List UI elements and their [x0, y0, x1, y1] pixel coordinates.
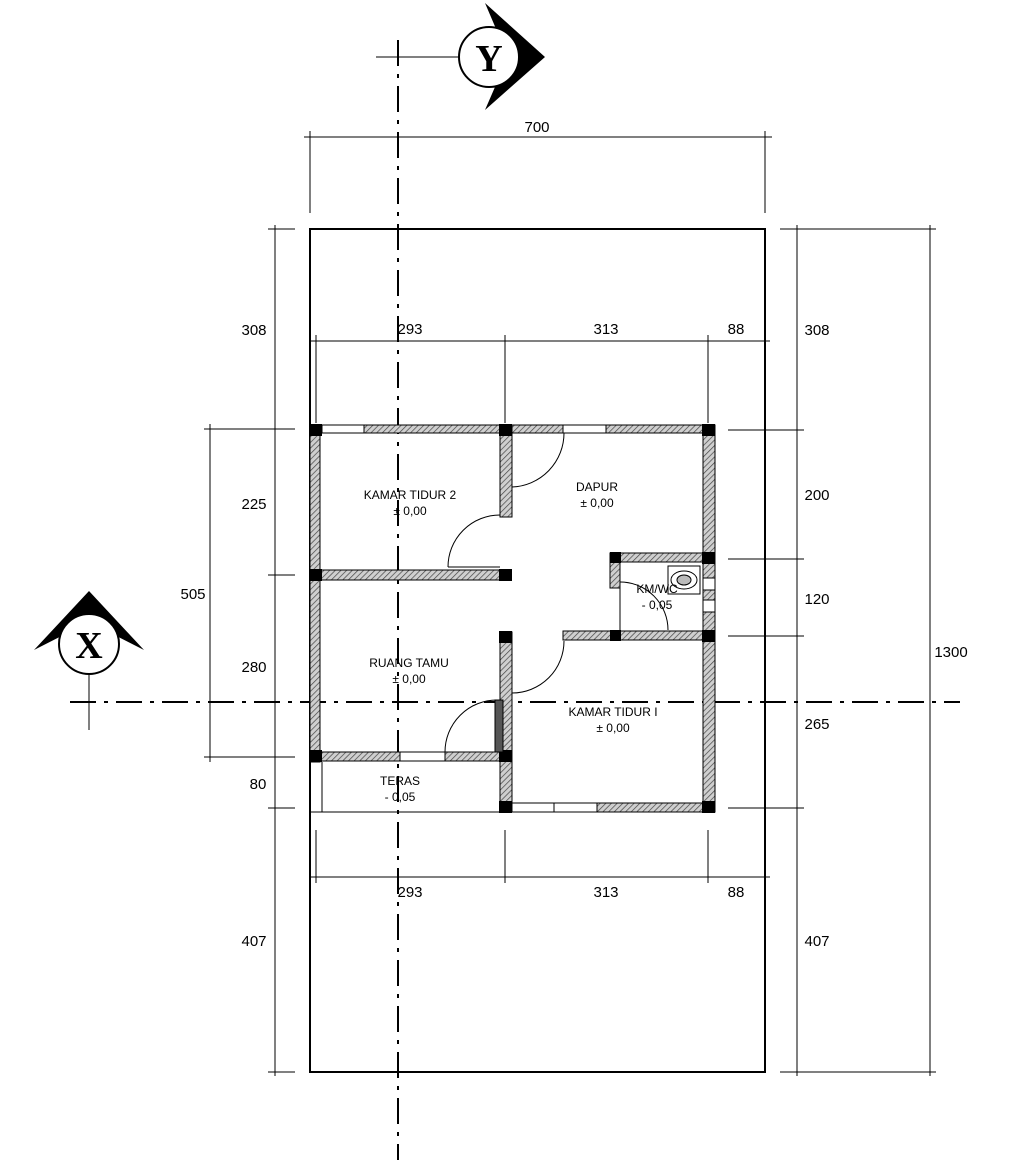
dim-top-total: 700: [524, 119, 549, 136]
dim-left-bottom: 407: [241, 933, 266, 950]
dim-bottom-3: 88: [728, 884, 745, 901]
room-ruang-tamu-level: ± 0,00: [392, 672, 426, 686]
room-kamar-tidur-2-level: ± 0,00: [393, 504, 427, 518]
room-dapur-level: ± 0,00: [580, 496, 614, 510]
dim-right-total: 1300: [934, 644, 967, 661]
dim-top-3: 88: [728, 321, 745, 338]
section-marker-y: Y: [376, 3, 545, 110]
room-km-wc: KM/WC: [636, 582, 678, 596]
columns: [310, 424, 715, 813]
toilet-icon: [667, 565, 701, 595]
dim-left-inner-1: 225: [241, 496, 266, 513]
dim-left-inner-2: 280: [241, 659, 266, 676]
room-dapur: DAPUR: [576, 480, 618, 494]
dim-right-2: 200: [804, 487, 829, 504]
dim-right-1: 308: [804, 322, 829, 339]
dim-right-5: 407: [804, 933, 829, 950]
dim-top-1: 293: [397, 321, 422, 338]
dim-left-inner-3: 80: [250, 776, 267, 793]
doors: [310, 432, 669, 813]
dim-right-4: 265: [804, 716, 829, 733]
dim-left-top: 308: [241, 322, 266, 339]
room-km-wc-level: - 0,05: [642, 598, 673, 612]
dim-left-house: 505: [180, 586, 205, 603]
room-kamar-tidur-2: KAMAR TIDUR 2: [364, 488, 457, 502]
room-ruang-tamu: RUANG TAMU: [369, 656, 449, 670]
dimension-lines: [204, 131, 936, 1076]
room-kamar-tidur-1: KAMAR TIDUR I: [568, 705, 657, 719]
marker-x-label: X: [75, 625, 102, 667]
dim-bottom-1: 293: [397, 884, 422, 901]
section-marker-x: X: [34, 591, 144, 730]
site-boundary: [309, 228, 766, 1073]
dim-bottom-2: 313: [593, 884, 618, 901]
room-teras-level: - 0,05: [385, 790, 416, 804]
marker-y-label: Y: [475, 38, 502, 80]
room-kamar-tidur-1-level: ± 0,00: [596, 721, 630, 735]
room-teras: TERAS: [380, 774, 420, 788]
dim-right-3: 120: [804, 591, 829, 608]
windows: [321, 424, 716, 813]
dim-top-2: 313: [593, 321, 618, 338]
